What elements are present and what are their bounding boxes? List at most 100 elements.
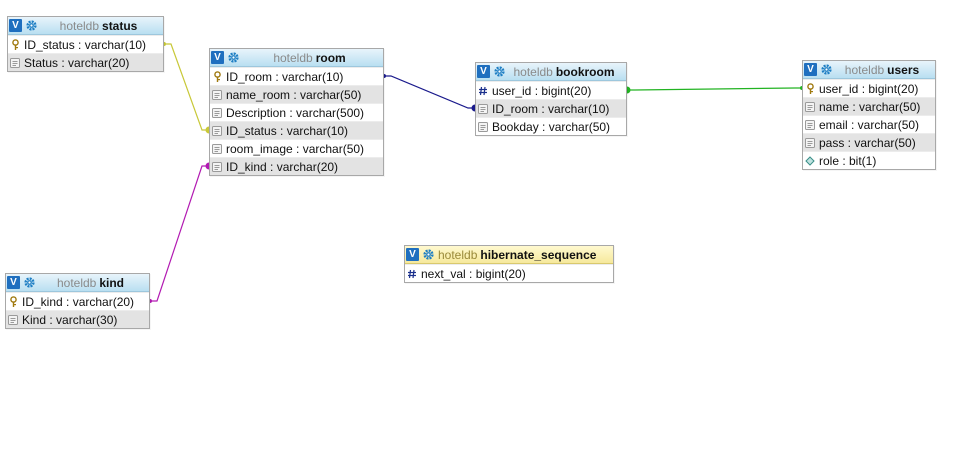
column-definition: pass : varchar(50) bbox=[819, 135, 916, 150]
database-name: hoteldb bbox=[438, 247, 478, 262]
column-definition: Status : varchar(20) bbox=[24, 55, 130, 70]
column-definition: ID_status : varchar(10) bbox=[24, 37, 147, 52]
text-field-icon bbox=[805, 137, 815, 149]
column-definition: ID_room : varchar(10) bbox=[226, 69, 344, 84]
gear-icon[interactable] bbox=[23, 276, 36, 289]
column-row[interactable]: name : varchar(50) bbox=[803, 97, 935, 115]
column-definition: ID_room : varchar(10) bbox=[492, 101, 610, 116]
table-name: bookroom bbox=[555, 64, 615, 79]
column-definition: user_id : bigint(20) bbox=[819, 81, 919, 96]
toggle-columns-icon[interactable]: V bbox=[477, 65, 490, 78]
column-row[interactable]: ID_kind : varchar(20) bbox=[6, 292, 149, 310]
toggle-columns-icon[interactable]: V bbox=[211, 51, 224, 64]
database-name: hoteldb bbox=[56, 275, 97, 290]
text-field-icon bbox=[212, 125, 222, 137]
column-definition: role : bit(1) bbox=[819, 153, 877, 168]
table-name: kind bbox=[99, 275, 125, 290]
column-definition: ID_kind : varchar(20) bbox=[22, 294, 135, 309]
column-row[interactable]: role : bit(1) bbox=[803, 151, 935, 169]
column-row[interactable]: Kind : varchar(30) bbox=[6, 310, 149, 328]
column-row[interactable]: name_room : varchar(50) bbox=[210, 85, 383, 103]
column-definition: name : varchar(50) bbox=[819, 99, 921, 114]
gear-icon[interactable] bbox=[493, 65, 506, 78]
column-row[interactable]: ID_status : varchar(10) bbox=[8, 35, 163, 53]
text-field-icon bbox=[805, 101, 815, 113]
text-field-icon bbox=[10, 57, 20, 69]
toggle-columns-icon[interactable]: V bbox=[406, 248, 419, 261]
column-row[interactable]: Description : varchar(500) bbox=[210, 103, 383, 121]
table-name: users bbox=[887, 62, 920, 77]
gear-icon[interactable] bbox=[25, 19, 38, 32]
toggle-columns-icon[interactable]: V bbox=[804, 63, 817, 76]
key-icon bbox=[8, 295, 18, 308]
relation-line[interactable] bbox=[164, 43, 209, 131]
relation-line[interactable] bbox=[384, 75, 475, 109]
toggle-columns-icon[interactable]: V bbox=[7, 276, 20, 289]
column-definition: user_id : bigint(20) bbox=[492, 83, 592, 98]
toggle-columns-icon[interactable]: V bbox=[9, 19, 22, 32]
hash-icon bbox=[407, 268, 417, 280]
column-row[interactable]: email : varchar(50) bbox=[803, 115, 935, 133]
text-field-icon bbox=[805, 119, 815, 131]
column-row[interactable]: user_id : bigint(20) bbox=[803, 79, 935, 97]
database-name: hoteldb bbox=[844, 62, 885, 77]
column-row[interactable]: Bookday : varchar(50) bbox=[476, 117, 626, 135]
key-icon bbox=[805, 82, 815, 95]
column-row[interactable]: pass : varchar(50) bbox=[803, 133, 935, 151]
column-row[interactable]: next_val : bigint(20) bbox=[405, 264, 613, 282]
table-name: room bbox=[315, 50, 346, 65]
column-definition: email : varchar(50) bbox=[819, 117, 920, 132]
text-field-icon bbox=[212, 89, 222, 101]
database-name: hoteldb bbox=[513, 64, 553, 79]
gear-icon[interactable] bbox=[422, 248, 435, 261]
key-icon bbox=[212, 70, 222, 83]
column-definition: ID_status : varchar(10) bbox=[226, 123, 349, 138]
relation-line[interactable] bbox=[150, 165, 209, 302]
column-row[interactable]: ID_room : varchar(10) bbox=[476, 99, 626, 117]
column-definition: Description : varchar(500) bbox=[226, 105, 365, 120]
column-row[interactable]: room_image : varchar(50) bbox=[210, 139, 383, 157]
column-row[interactable]: user_id : bigint(20) bbox=[476, 81, 626, 99]
table-name: status bbox=[102, 18, 138, 33]
column-row[interactable]: ID_kind : varchar(20) bbox=[210, 157, 383, 175]
text-field-icon bbox=[212, 107, 222, 119]
gear-icon[interactable] bbox=[820, 63, 833, 76]
relation-line[interactable] bbox=[627, 87, 802, 91]
column-row[interactable]: ID_status : varchar(10) bbox=[210, 121, 383, 139]
column-definition: Kind : varchar(30) bbox=[22, 312, 118, 327]
gear-icon[interactable] bbox=[227, 51, 240, 64]
column-definition: next_val : bigint(20) bbox=[421, 266, 526, 281]
column-definition: ID_kind : varchar(20) bbox=[226, 159, 339, 174]
database-name: hoteldb bbox=[273, 50, 313, 65]
table-name: hibernate_sequence bbox=[480, 247, 597, 262]
column-definition: room_image : varchar(50) bbox=[226, 141, 365, 156]
column-row[interactable]: ID_room : varchar(10) bbox=[210, 67, 383, 85]
text-field-icon bbox=[212, 161, 222, 173]
text-field-icon bbox=[478, 121, 488, 133]
column-row[interactable]: Status : varchar(20) bbox=[8, 53, 163, 71]
text-field-icon bbox=[8, 314, 18, 326]
key-icon bbox=[10, 38, 20, 51]
database-name: hoteldb bbox=[59, 18, 100, 33]
hash-icon bbox=[478, 85, 488, 97]
diamond-icon bbox=[805, 155, 815, 167]
text-field-icon bbox=[478, 103, 488, 115]
